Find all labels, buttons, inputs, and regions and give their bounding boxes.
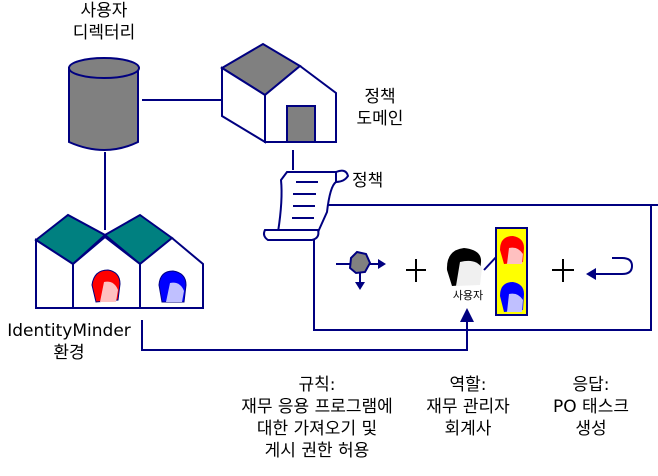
caption-role: 역할: 재무 관리자 회계사 bbox=[412, 374, 524, 440]
user-black-icon bbox=[446, 248, 482, 286]
database-cylinder-icon bbox=[68, 57, 140, 151]
caption-rule: 규칙: 재무 응용 프로그램에 대한 가져오기 및 게시 권한 허용 bbox=[224, 374, 410, 462]
policy-label: 정책 bbox=[352, 171, 384, 191]
arrow-up-icon bbox=[460, 308, 474, 322]
decision-node-icon bbox=[336, 250, 386, 290]
caption-line: 회계사 bbox=[444, 419, 492, 439]
caption-title: 규칙: bbox=[298, 375, 336, 395]
user-label: 사용자 bbox=[452, 289, 484, 302]
caption-line: 재무 응용 프로그램에 bbox=[241, 397, 393, 417]
line-environment-to-user bbox=[141, 318, 468, 351]
return-arrow-icon bbox=[586, 257, 634, 280]
caption-title: 응답: bbox=[572, 375, 610, 395]
user-blue-icon bbox=[158, 270, 187, 303]
caption-line: 게시 권한 허용 bbox=[264, 441, 370, 461]
caption-line: 재무 관리자 bbox=[426, 397, 510, 417]
label-line: 환경 bbox=[53, 343, 85, 363]
policy-domain-label: 정책 도메인 bbox=[340, 86, 420, 130]
label-line: 도메인 bbox=[356, 109, 404, 129]
label-line: 사용자 bbox=[80, 1, 128, 21]
caption-response: 응답: PO 태스크 생성 bbox=[526, 374, 656, 440]
user-red-icon bbox=[91, 269, 121, 303]
caption-title: 역할: bbox=[449, 375, 487, 395]
caption-line: 대한 가져오기 및 bbox=[256, 419, 378, 439]
scroll-document-icon bbox=[263, 169, 350, 241]
house-icon bbox=[220, 42, 337, 144]
environment-label: IdentityMinder 환경 bbox=[0, 320, 138, 364]
connector-lines bbox=[104, 99, 658, 351]
role-users-icon bbox=[483, 227, 528, 316]
label-line: 정책 bbox=[364, 87, 396, 107]
label-line: IdentityMinder bbox=[7, 321, 131, 341]
plus-icons bbox=[406, 259, 574, 282]
label-line: 디렉터리 bbox=[72, 23, 136, 43]
policy-box-outline bbox=[313, 205, 652, 331]
caption-line: PO 태스크 bbox=[553, 397, 629, 417]
user-directory-label: 사용자 디렉터리 bbox=[58, 0, 150, 44]
caption-line: 생성 bbox=[575, 419, 607, 439]
